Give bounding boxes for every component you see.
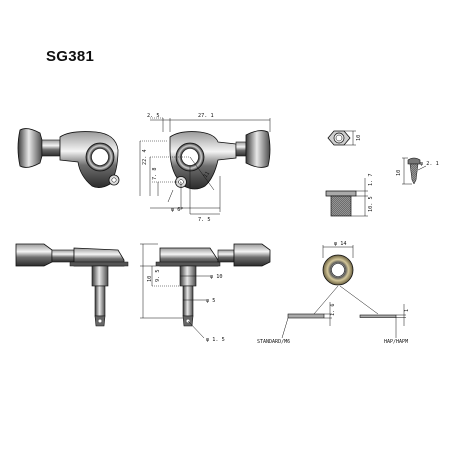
label-hap-hapm: HAP/HAPM bbox=[384, 339, 408, 345]
dim-hex-10: 10 bbox=[356, 135, 362, 141]
dim-11: 11 bbox=[203, 171, 211, 180]
dim-1-6: 1. 6 bbox=[330, 304, 336, 317]
dim-10-5: 10. 5 bbox=[368, 196, 374, 212]
hex-nut: 10 bbox=[327, 130, 362, 146]
dim-1: 1 bbox=[404, 309, 410, 312]
dim-phi-5: φ 5 bbox=[206, 298, 215, 304]
dim-phi-10: φ 10 bbox=[210, 274, 223, 280]
washer-hap-hapm: 1 HAP/HAPM bbox=[359, 304, 410, 345]
tuner-side-view-left bbox=[15, 243, 129, 327]
dimension-lines-bottom bbox=[140, 243, 210, 339]
tuner-side-view-dimensioned: 10 9. 5 φ 10 φ 5 φ 1. 5 bbox=[140, 243, 271, 343]
threaded-bushing: 1. 7 10. 5 bbox=[325, 174, 374, 217]
dim-9-5: 9. 5 bbox=[155, 270, 161, 283]
dim-phi-1-5: φ 1. 5 bbox=[206, 337, 225, 343]
dim-27-1: 27. 1 bbox=[198, 113, 214, 119]
dim-10: 10 bbox=[147, 276, 153, 282]
dim-1-7: 1. 7 bbox=[368, 174, 374, 187]
dim-phi-14: φ 14 bbox=[334, 241, 347, 247]
dim-22-4: 22. 4 bbox=[142, 149, 148, 165]
model-title: SG381 bbox=[46, 48, 95, 65]
dim-screw-10: 10 bbox=[396, 170, 402, 176]
dim-7-5: 7. 5 bbox=[198, 217, 211, 223]
label-standard-m6: STANDARD/M6 bbox=[257, 339, 290, 345]
mounting-screw: 10 φ 2. 1 bbox=[396, 157, 439, 185]
dim-7-8: 7. 8 bbox=[152, 168, 158, 181]
washer-top-view: φ 14 bbox=[313, 241, 379, 315]
dim-2-5: 2. 5 bbox=[147, 113, 160, 119]
dim-phi-2-1: φ 2. 1 bbox=[420, 161, 439, 167]
tuner-front-view-left bbox=[17, 128, 120, 188]
dimension-lines-top bbox=[139, 117, 271, 215]
washer-standard-m6: 1. 6 STANDARD/M6 bbox=[257, 302, 336, 345]
tuner-front-view-dimensioned: 2. 5 27. 1 22. 4 7. 8 φ 6° 7. 5 11 bbox=[139, 113, 271, 223]
dim-phi-6: φ 6° bbox=[171, 207, 184, 213]
